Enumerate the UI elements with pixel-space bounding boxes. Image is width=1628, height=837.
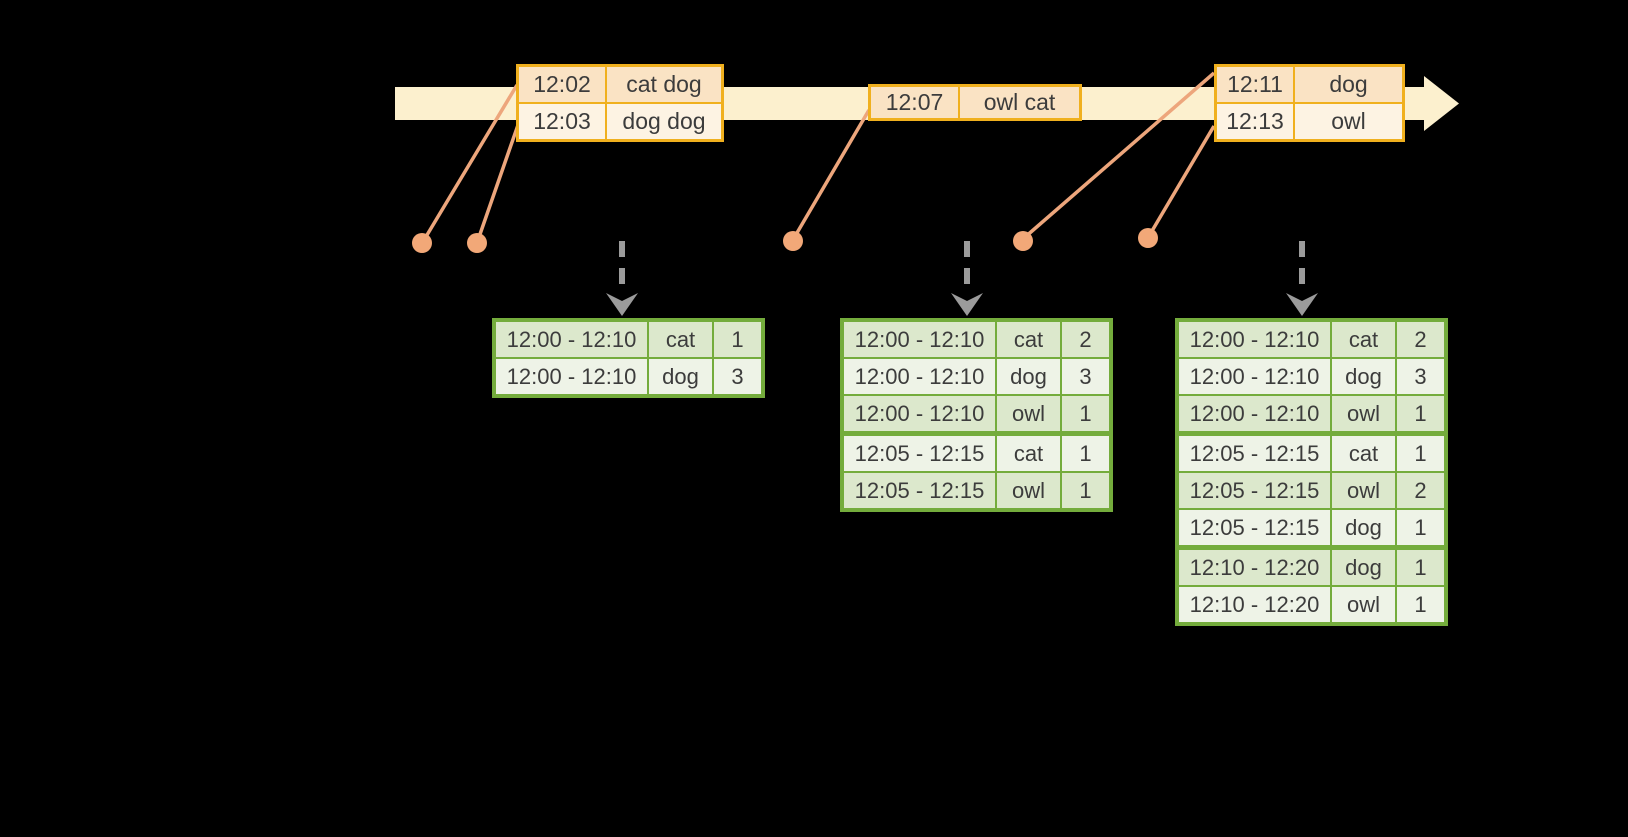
event-connector-line xyxy=(1147,125,1216,237)
word-cell: owl xyxy=(1330,585,1397,625)
event-time-dot xyxy=(1138,228,1158,248)
trigger-arrowhead-icon xyxy=(606,293,638,316)
timeline-arrowhead-icon xyxy=(1424,76,1459,131)
window-cell: 12:05 - 12:15 xyxy=(1176,431,1332,473)
trigger-arrowhead-icon xyxy=(1286,293,1318,316)
word-cell: cat xyxy=(995,431,1062,473)
count-cell: 2 xyxy=(1060,319,1112,359)
window-cell: 12:00 - 12:10 xyxy=(841,357,997,396)
time-cell: 12:13 xyxy=(1214,102,1295,142)
count-cell: 1 xyxy=(1395,545,1447,587)
word-cell: cat xyxy=(995,319,1062,359)
window-cell: 12:00 - 12:10 xyxy=(841,394,997,435)
words-cell: owl xyxy=(1293,102,1405,142)
words-cell: cat dog xyxy=(605,64,724,104)
count-cell: 3 xyxy=(712,357,764,397)
words-cell: dog dog xyxy=(605,102,724,142)
time-cell: 12:07 xyxy=(868,84,960,121)
word-cell: dog xyxy=(1330,357,1397,396)
event-connector-line xyxy=(476,124,520,241)
count-cell: 1 xyxy=(1060,394,1112,435)
count-cell: 1 xyxy=(712,319,764,359)
event-time-dot xyxy=(467,233,487,253)
count-cell: 1 xyxy=(1060,471,1112,511)
word-cell: owl xyxy=(1330,471,1397,510)
word-cell: cat xyxy=(1330,431,1397,473)
word-cell: owl xyxy=(995,471,1062,511)
word-cell: owl xyxy=(995,394,1062,435)
word-cell: dog xyxy=(647,357,714,397)
count-cell: 1 xyxy=(1395,585,1447,625)
window-cell: 12:00 - 12:10 xyxy=(493,319,649,359)
count-cell: 1 xyxy=(1395,394,1447,435)
event-time-dot xyxy=(783,231,803,251)
window-cell: 12:05 - 12:15 xyxy=(1176,471,1332,510)
event-connector-line xyxy=(792,109,871,239)
word-cell: cat xyxy=(647,319,714,359)
window-cell: 12:00 - 12:10 xyxy=(841,319,997,359)
window-cell: 12:05 - 12:15 xyxy=(1176,508,1332,549)
window-cell: 12:10 - 12:20 xyxy=(1176,585,1332,625)
trigger-arrowhead-icon xyxy=(951,293,983,316)
window-cell: 12:00 - 12:10 xyxy=(1176,357,1332,396)
time-cell: 12:11 xyxy=(1214,64,1295,104)
window-cell: 12:00 - 12:10 xyxy=(1176,394,1332,435)
count-cell: 3 xyxy=(1395,357,1447,396)
count-cell: 1 xyxy=(1395,508,1447,549)
window-cell: 12:00 - 12:10 xyxy=(1176,319,1332,359)
words-cell: owl cat xyxy=(958,84,1082,121)
word-cell: owl xyxy=(1330,394,1397,435)
event-connector-line xyxy=(1022,71,1216,240)
window-cell: 12:05 - 12:15 xyxy=(841,431,997,473)
event-time-dot xyxy=(1013,231,1033,251)
count-cell: 2 xyxy=(1395,471,1447,510)
count-cell: 1 xyxy=(1395,431,1447,473)
count-cell: 2 xyxy=(1395,319,1447,359)
event-time-dot xyxy=(412,233,432,253)
count-cell: 3 xyxy=(1060,357,1112,396)
time-cell: 12:03 xyxy=(516,102,607,142)
word-cell: dog xyxy=(1330,508,1397,549)
window-cell: 12:10 - 12:20 xyxy=(1176,545,1332,587)
window-cell: 12:05 - 12:15 xyxy=(841,471,997,511)
word-cell: dog xyxy=(995,357,1062,396)
count-cell: 1 xyxy=(1060,431,1112,473)
time-cell: 12:02 xyxy=(516,64,607,104)
words-cell: dog xyxy=(1293,64,1405,104)
word-cell: dog xyxy=(1330,545,1397,587)
window-cell: 12:00 - 12:10 xyxy=(493,357,649,397)
word-cell: cat xyxy=(1330,319,1397,359)
event-connector-line xyxy=(422,84,519,241)
